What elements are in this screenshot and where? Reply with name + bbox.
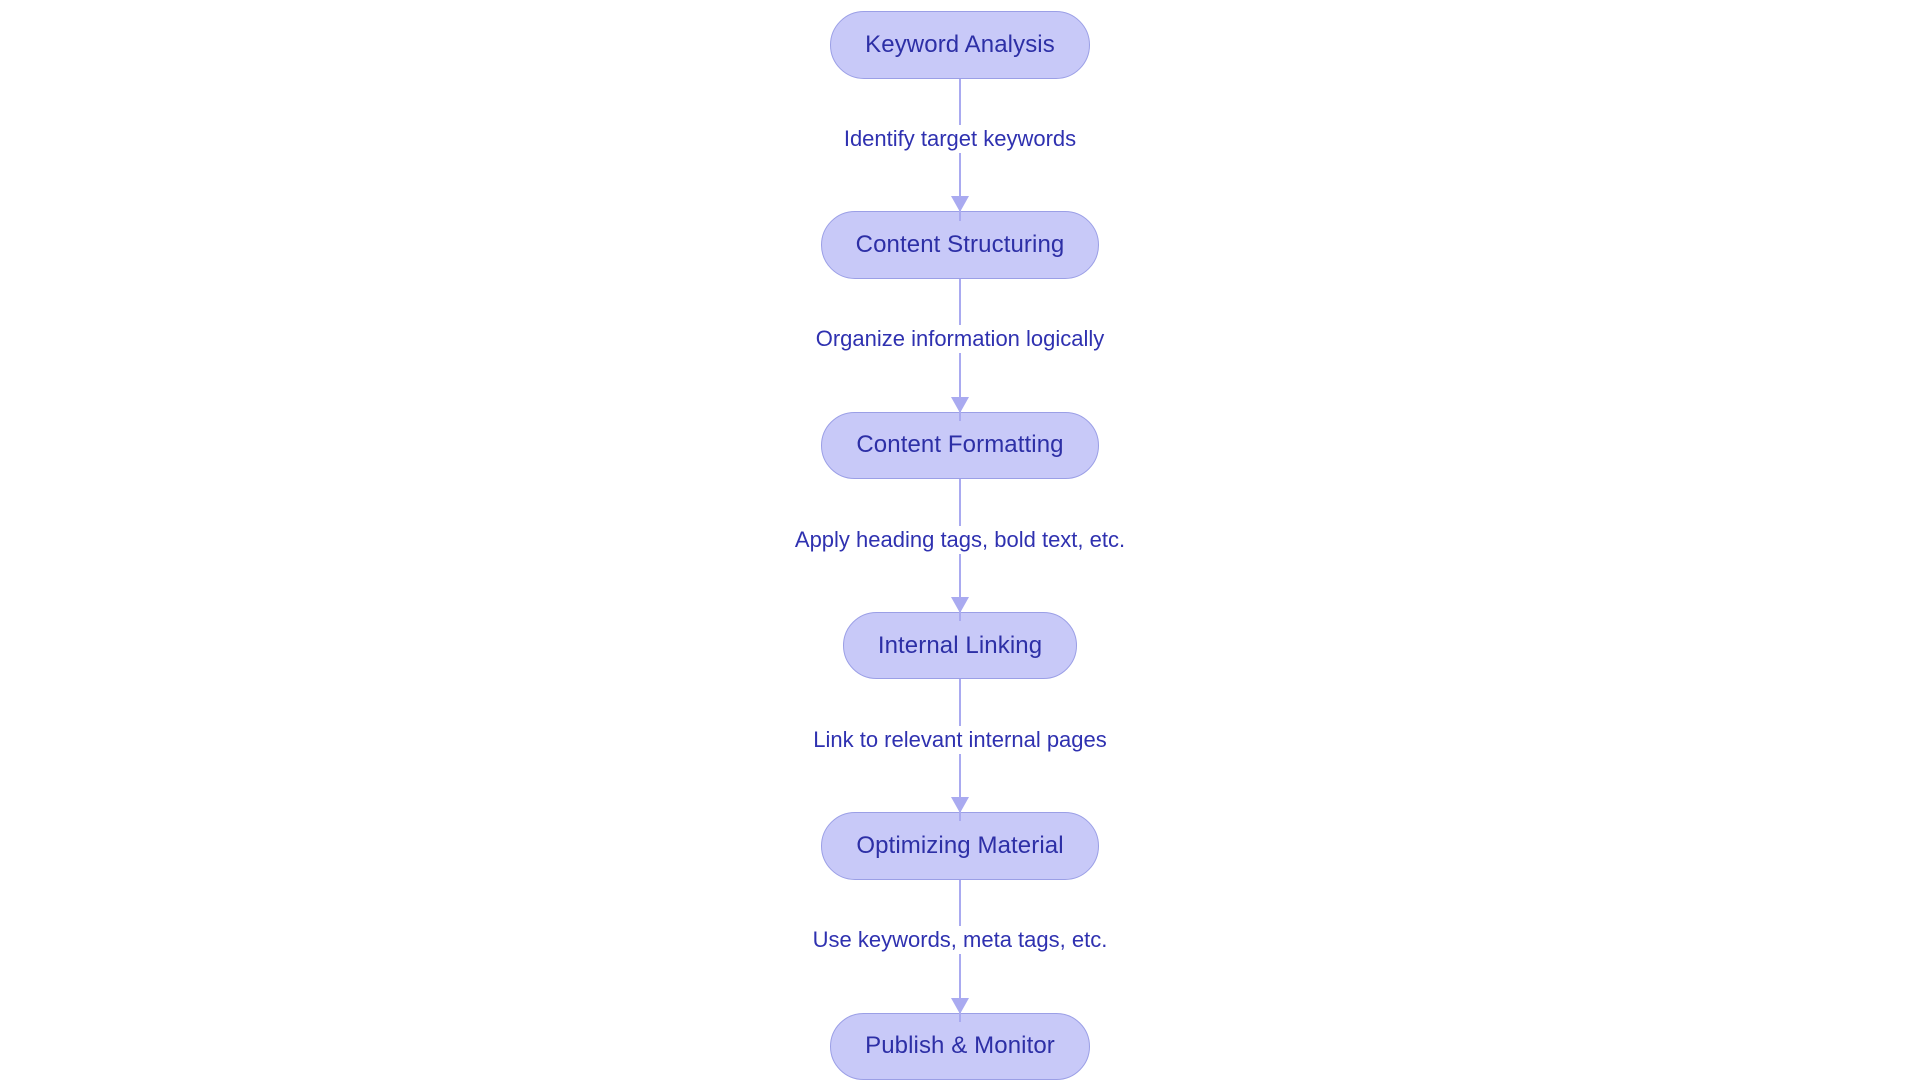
- arrow-head-icon: [951, 597, 969, 614]
- flow-edge-label: Organize information logically: [807, 325, 1113, 354]
- flow-edge-optimizing-material-to-publish-monitor: Use keywords, meta tags, etc.: [580, 879, 1340, 1022]
- flow-edge-label: Use keywords, meta tags, etc.: [804, 926, 1116, 955]
- arrow-head-icon: [951, 196, 969, 213]
- flow-edge-content-structuring-to-content-formatting: Organize information logically: [580, 278, 1340, 421]
- top-spacer: [960, 0, 961, 11]
- flow-node-label: Content Formatting: [856, 431, 1064, 459]
- flow-node-optimizing-material[interactable]: Optimizing Material: [821, 812, 1099, 880]
- flow-node-internal-linking[interactable]: Internal Linking: [842, 612, 1078, 680]
- flow-node-label: Keyword Analysis: [865, 30, 1055, 58]
- flow-edge-internal-linking-to-optimizing-material: Link to relevant internal pages: [580, 679, 1340, 822]
- flow-node-label: Optimizing Material: [856, 832, 1064, 860]
- flow-node-keyword-analysis[interactable]: Keyword Analysis: [830, 11, 1090, 79]
- flow-node-label: Publish & Monitor: [865, 1032, 1055, 1060]
- flow-node-label: Content Structuring: [855, 231, 1065, 259]
- flow-node-label: Internal Linking: [877, 631, 1043, 659]
- flow-node-content-formatting[interactable]: Content Formatting: [821, 411, 1099, 480]
- flow-edge-content-formatting-to-internal-linking: Apply heading tags, bold text, etc.: [580, 479, 1340, 622]
- flow-edge-label: Link to relevant internal pages: [805, 725, 1115, 754]
- flow-node-publish-monitor[interactable]: Publish & Monitor: [830, 1012, 1090, 1080]
- flow-edge-label: Identify target keywords: [835, 124, 1085, 154]
- flow-edge-label: Apply heading tags, bold text, etc.: [786, 525, 1134, 554]
- arrow-head-icon: [951, 997, 969, 1014]
- flow-node-content-structuring[interactable]: Content Structuring: [820, 211, 1100, 279]
- arrow-head-icon: [951, 797, 969, 814]
- flow-edge-keyword-analysis-to-content-structuring: Identify target keywords: [580, 78, 1340, 221]
- arrow-head-icon: [951, 396, 969, 413]
